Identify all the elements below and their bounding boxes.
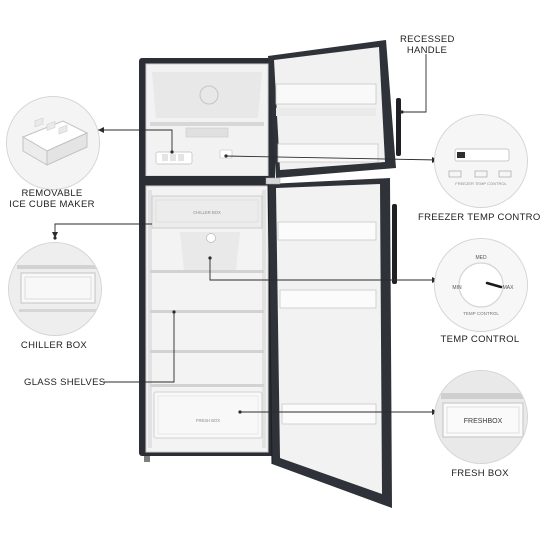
chiller-box-callout: [8, 242, 102, 336]
dial-caption: TEMP CONTROL: [463, 311, 499, 316]
refrigerator-body: CHILLER BOX FRESH BOX: [139, 58, 275, 462]
freezer-control-caption: FREEZER TEMP CONTROL: [455, 181, 507, 186]
freezer-temp-control-label: FREEZER TEMP CONTROL: [418, 212, 540, 223]
chiller-box-icon: [9, 243, 101, 335]
fresh-box-label: FRESH BOX: [434, 468, 526, 479]
ice-cube-maker-label: REMOVABLE ICE CUBE MAKER: [4, 188, 100, 210]
dial-max-label: MAX: [503, 285, 515, 291]
temp-control-callout: MED MIN MAX TEMP CONTROL: [434, 238, 528, 332]
fresh-box-text: FRESH BOX: [451, 468, 509, 479]
ice-cube-maker-label-line1: REMOVABLE: [21, 188, 83, 199]
callout-lines: [54, 54, 439, 413]
fresh-box-print: FRESH BOX: [196, 418, 220, 423]
chiller-box-label: CHILLER BOX: [8, 340, 100, 351]
fresh-box-zoom-print: FRESHBOX: [464, 418, 503, 425]
recessed-handle-label: RECESSED HANDLE: [400, 34, 454, 56]
chiller-box-print: CHILLER BOX: [193, 210, 221, 215]
recessed-handle-label-line1: RECESSED: [400, 34, 455, 45]
dial-min-label: MIN: [452, 285, 462, 291]
chiller-box-text: CHILLER BOX: [20, 340, 88, 351]
callout-dots: [53, 110, 404, 414]
ice-tray-icon: [7, 97, 99, 189]
fresh-box-icon: FRESHBOX: [435, 371, 527, 463]
glass-shelves-label: GLASS SHELVES: [24, 377, 106, 388]
ice-cube-maker-callout: [6, 96, 100, 190]
glass-shelves-text: GLASS SHELVES: [24, 377, 106, 388]
fridge-door: [265, 177, 397, 508]
temp-control-label: TEMP CONTROL: [434, 334, 526, 345]
freezer-control-icon: FREEZER TEMP CONTROL: [435, 115, 527, 207]
temp-control-text: TEMP CONTROL: [440, 334, 520, 345]
fresh-box-callout: FRESHBOX: [434, 370, 528, 464]
temp-dial-icon: MED MIN MAX TEMP CONTROL: [435, 239, 527, 331]
dial-med-label: MED: [475, 255, 487, 261]
recessed-handle-label-line2: HANDLE: [406, 45, 448, 56]
freezer-temp-control-text: FREEZER TEMP CONTROL: [418, 212, 540, 223]
freezer-door: [268, 40, 401, 178]
freezer-temp-control-callout: FREEZER TEMP CONTROL: [434, 114, 528, 208]
ice-cube-maker-label-line2: ICE CUBE MAKER: [9, 199, 95, 210]
